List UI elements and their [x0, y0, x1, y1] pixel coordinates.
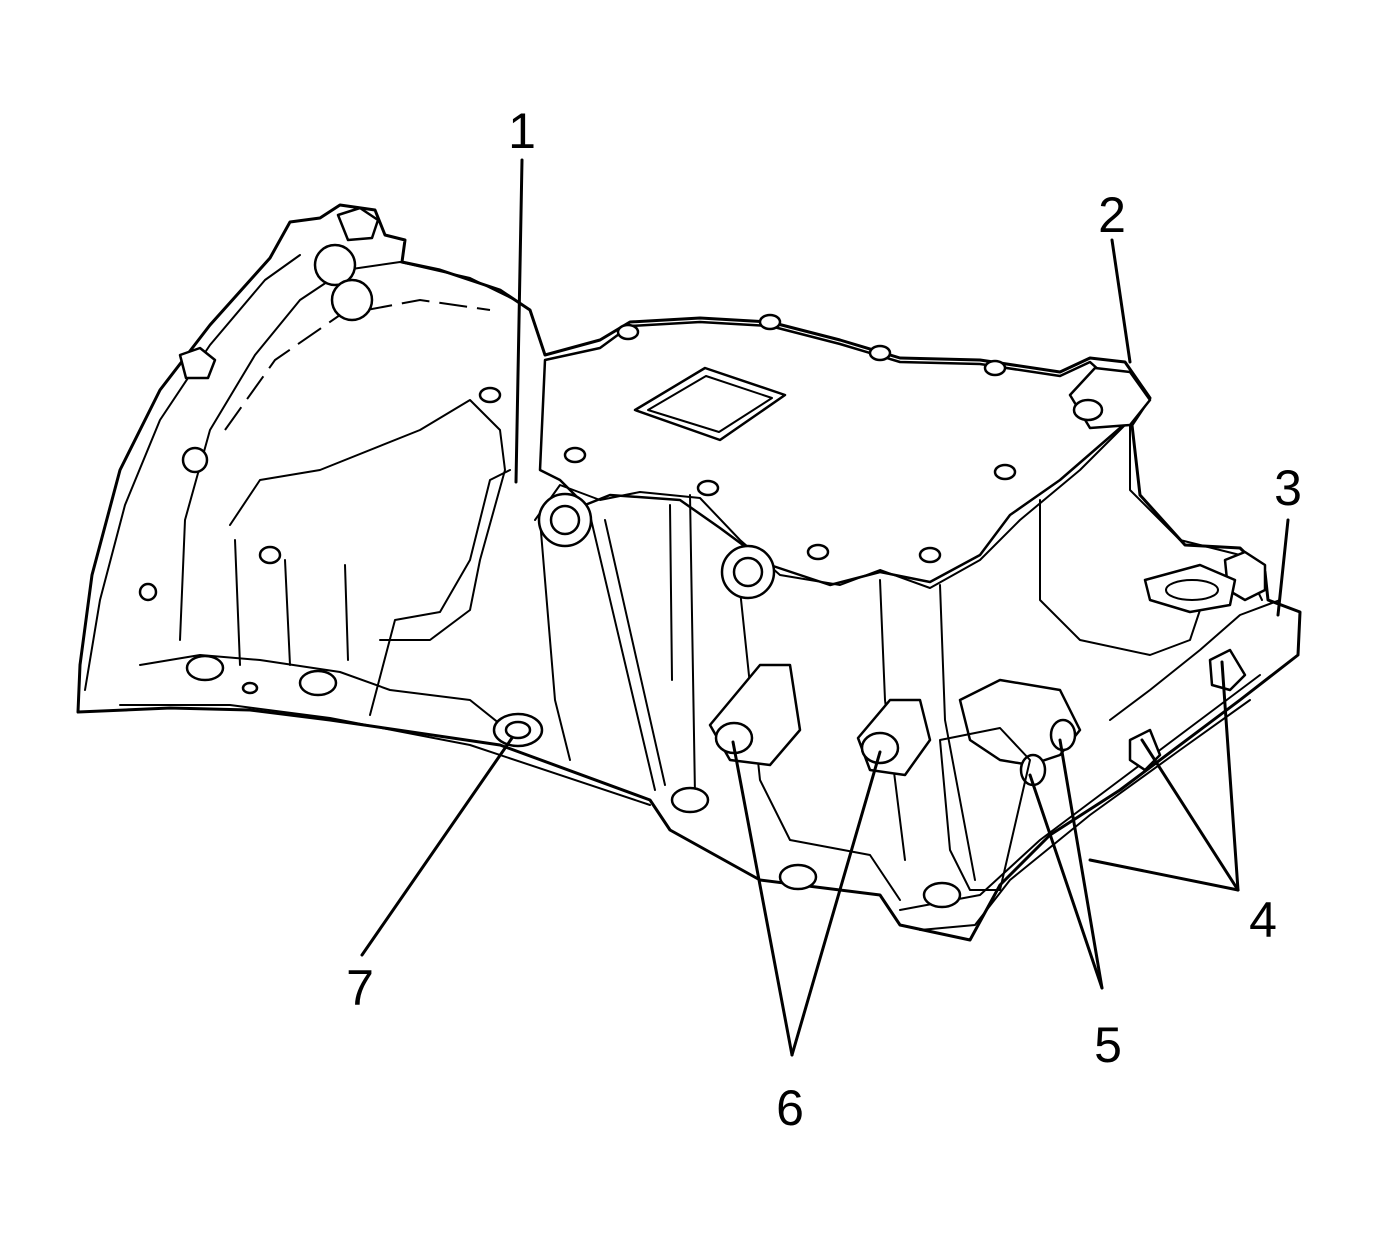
- sump-side-wall-2: [939, 584, 976, 881]
- boss-top-left-2: [330, 278, 374, 322]
- right-end-bracket: [1143, 563, 1237, 614]
- cavity-wall-rib-1: [234, 539, 241, 666]
- dowel-top: [336, 206, 380, 242]
- sump-front-edge: [539, 519, 571, 761]
- right-end-bracket-slot: [1165, 579, 1219, 601]
- inspection-plate: [633, 366, 787, 442]
- bracket-mount-block: [958, 678, 1082, 767]
- deck-boss-2: [758, 313, 782, 331]
- inspection-plate-inner: [647, 375, 773, 433]
- flange-hole-2: [298, 669, 338, 697]
- leader-6a: [731, 740, 794, 1057]
- leader-5b: [1058, 738, 1104, 990]
- callout-4: 4: [1249, 892, 1277, 948]
- bell-housing-inner-rim: [179, 261, 516, 641]
- bracket-hole-b: [1049, 718, 1077, 752]
- right-end-wall: [1039, 499, 1201, 656]
- deck-boss-8: [696, 479, 720, 497]
- leader-6b: [790, 750, 882, 1057]
- leader-7: [360, 736, 514, 957]
- bell-housing-face: [84, 254, 301, 691]
- deck-boss-10: [478, 386, 502, 404]
- leader-3: [1276, 518, 1290, 617]
- cavity-bottom-channel: [369, 469, 511, 716]
- front-hole-7: [504, 720, 532, 740]
- flange-hole-5: [922, 881, 962, 909]
- flange-hole-1: [185, 654, 225, 682]
- deck-boss-7: [806, 543, 830, 561]
- callout-5: 5: [1094, 1017, 1122, 1073]
- right-end-rim: [1109, 599, 1281, 721]
- leader-5a: [1028, 773, 1104, 990]
- oil-pan-body: [76, 203, 1302, 942]
- leader-1: [514, 158, 524, 484]
- bottom-flange-right: [899, 674, 1261, 911]
- sump-rib-b: [604, 519, 666, 786]
- sump-side-wall: [879, 579, 906, 861]
- flange-hole-6: [241, 681, 259, 695]
- trans-mount-hole-b: [860, 731, 900, 765]
- deck-boss-9: [563, 446, 587, 464]
- oil-gallery-hole-1: [549, 504, 581, 536]
- flange-hole-7: [258, 545, 282, 565]
- boss-top-left-1: [313, 243, 357, 287]
- callout-6: 6: [776, 1080, 804, 1136]
- cavity-wall-left: [229, 399, 506, 641]
- deck-boss-5: [993, 463, 1017, 481]
- cavity-wall-rib-2: [284, 559, 291, 666]
- flange-hole-3: [670, 786, 710, 814]
- oil-pan-outline: [76, 203, 1302, 942]
- bottom-flange-left: [139, 654, 521, 741]
- oil-gallery-hole-2: [732, 556, 764, 588]
- sump-rib-a: [589, 514, 656, 791]
- sump-rib-c: [669, 504, 673, 681]
- side-boss-b: [1208, 648, 1247, 692]
- bottom-flange-right-lower: [919, 699, 1251, 931]
- side-boss-a: [1128, 728, 1162, 772]
- dowel-left: [178, 346, 217, 380]
- deck-boss-3: [868, 344, 892, 362]
- leader-4c: [1088, 858, 1240, 892]
- bolt-bosses: [138, 206, 1267, 909]
- bracket-mount-lower: [939, 727, 1031, 891]
- boss-left-face-2: [138, 582, 158, 602]
- callout-labels: 1 2 3 4 5 6 7: [346, 103, 1302, 1136]
- rear-mount-hole: [1072, 398, 1104, 422]
- leader-2: [1110, 238, 1132, 364]
- gasket-flange-line: [534, 419, 1263, 601]
- callout-1: 1: [508, 103, 536, 159]
- flange-hole-4: [778, 863, 818, 891]
- cavity-wall-rib-3: [344, 564, 349, 661]
- sump-rib-d: [689, 494, 696, 796]
- deck-boss-6: [918, 546, 942, 564]
- leader-4b: [1220, 660, 1240, 892]
- deck-boss-4: [983, 359, 1007, 377]
- bottom-flange-lower: [119, 704, 651, 806]
- callout-2: 2: [1098, 187, 1126, 243]
- callout-3: 3: [1274, 460, 1302, 516]
- callout-7: 7: [346, 960, 374, 1016]
- leader-lines: [360, 158, 1290, 1057]
- boss-left-face: [181, 446, 209, 474]
- deck-boss-1: [616, 323, 640, 341]
- leader-4a: [1140, 738, 1240, 892]
